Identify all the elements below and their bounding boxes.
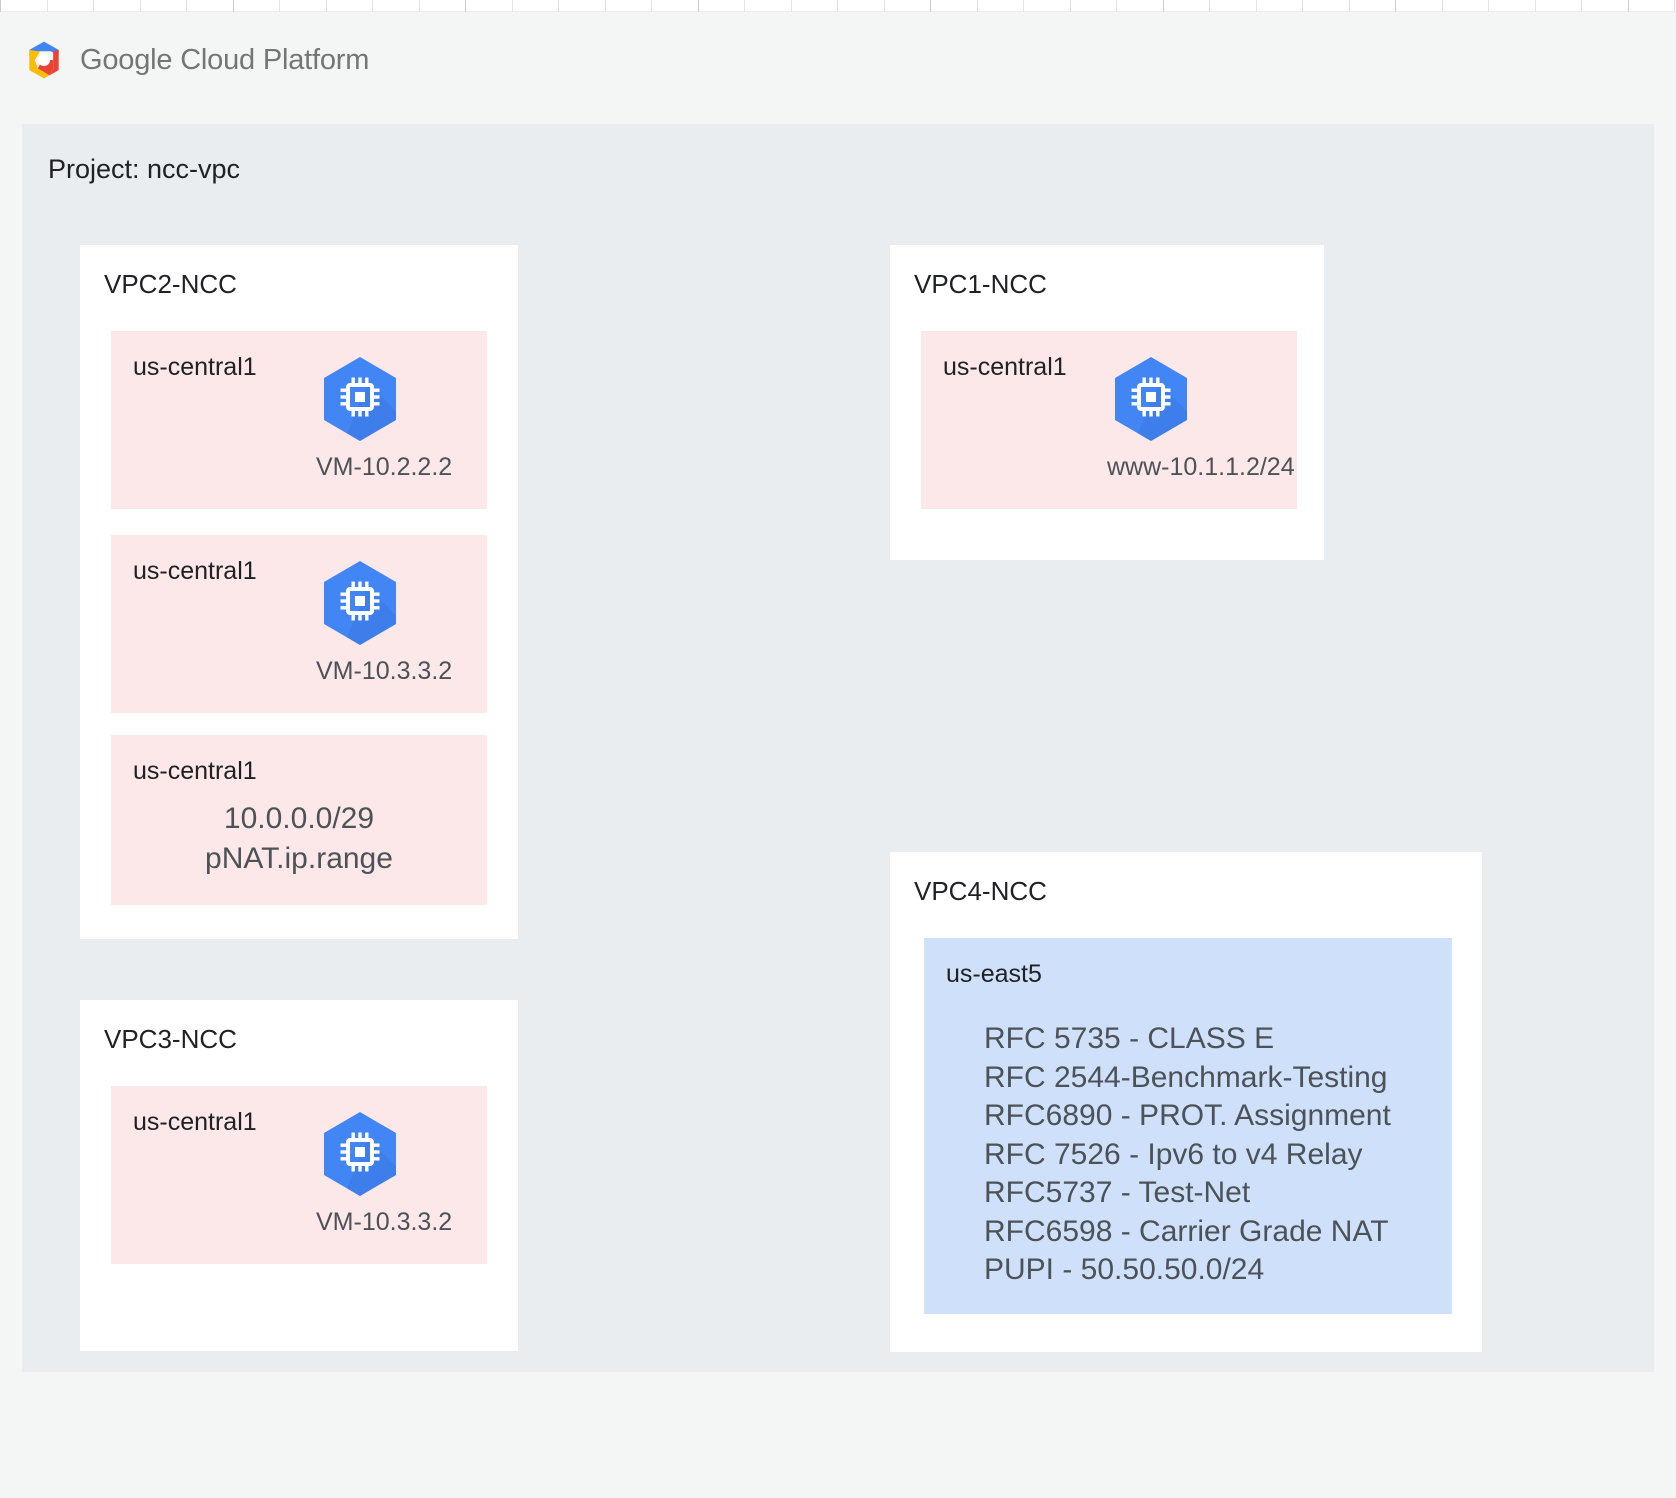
nat-range-text: 10.0.0.0/29 pNAT.ip.range bbox=[111, 799, 487, 879]
ruler-tick bbox=[1209, 0, 1210, 12]
vpc-title: VPC2-NCC bbox=[104, 269, 237, 299]
gcp-wordmark: Google Cloud Platform bbox=[80, 44, 369, 77]
vm-caption: www-10.1.1.2/24 bbox=[1107, 453, 1295, 481]
compute-vm-icon bbox=[324, 1112, 396, 1196]
vm-instance[interactable]: VM-10.2.2.2 bbox=[316, 353, 452, 482]
subnet-box-rfc[interactable]: us-east5 RFC 5735 - CLASS E RFC 2544-Benc… bbox=[924, 938, 1452, 1314]
vm-caption: VM-10.3.3.2 bbox=[316, 657, 453, 685]
ruler-strip bbox=[0, 0, 1676, 12]
ruler-tick bbox=[977, 0, 978, 12]
vm-caption: VM-10.2.2.2 bbox=[316, 453, 453, 481]
compute-vm-icon bbox=[1115, 357, 1187, 441]
vpc-card-vpc1-ncc[interactable]: VPC1-NCC us-central1 bbox=[890, 245, 1324, 560]
gcp-header: Google Cloud Platform bbox=[22, 37, 369, 83]
subnet-region-label: us-central1 bbox=[133, 757, 257, 785]
ruler-tick bbox=[1488, 0, 1489, 12]
ruler-tick bbox=[837, 0, 838, 12]
vpc-title: VPC3-NCC bbox=[104, 1024, 237, 1054]
google-cloud-platform-logo-icon bbox=[29, 41, 59, 79]
ruler-tick bbox=[47, 0, 48, 12]
ruler-tick bbox=[651, 0, 652, 12]
ruler-tick bbox=[93, 0, 94, 12]
nat-range-name: pNAT.ip.range bbox=[205, 842, 393, 875]
rfc-range-list: RFC 5735 - CLASS E RFC 2544-Benchmark-Tes… bbox=[984, 1020, 1391, 1290]
rfc-line: RFC 2544-Benchmark-Testing bbox=[984, 1060, 1388, 1094]
ruler-tick bbox=[1535, 0, 1536, 12]
vm-instance[interactable]: VM-10.3.3.2 bbox=[316, 1108, 452, 1237]
rfc-line: RFC6598 - Carrier Grade NAT bbox=[984, 1214, 1389, 1248]
diagram-canvas: Google Cloud Platform Project: ncc-vpc V… bbox=[0, 12, 1676, 1498]
vm-instance[interactable]: www-10.1.1.2/24 bbox=[1107, 353, 1295, 482]
ruler-tick bbox=[140, 0, 141, 12]
ruler-tick bbox=[233, 0, 234, 12]
vpc-title: VPC1-NCC bbox=[914, 269, 1047, 299]
ruler-tick bbox=[884, 0, 885, 12]
ruler-tick bbox=[930, 0, 931, 12]
ruler-tick bbox=[326, 0, 327, 12]
project-container: Project: ncc-vpc VPC2-NCC us-central1 bbox=[22, 124, 1654, 1372]
ruler-tick bbox=[372, 0, 373, 12]
rfc-line: RFC 5735 - CLASS E bbox=[984, 1022, 1275, 1055]
vm-instance[interactable]: VM-10.3.3.2 bbox=[316, 557, 452, 686]
subnet-box[interactable]: us-central1 bbox=[111, 331, 487, 509]
vm-caption: VM-10.3.3.2 bbox=[316, 1208, 453, 1236]
ruler-tick bbox=[1302, 0, 1303, 12]
wordmark-google: Google bbox=[80, 43, 173, 76]
subnet-box[interactable]: us-central1 bbox=[111, 535, 487, 713]
nat-range-cidr: 10.0.0.0/29 bbox=[223, 802, 375, 835]
ruler-tick bbox=[465, 0, 466, 12]
ruler-tick bbox=[1349, 0, 1350, 12]
rfc-line: PUPI - 50.50.50.0/24 bbox=[984, 1253, 1265, 1286]
ruler-tick bbox=[279, 0, 280, 12]
vpc-title: VPC4-NCC bbox=[914, 876, 1047, 906]
ruler-tick bbox=[0, 0, 1, 12]
ruler-tick bbox=[512, 0, 513, 12]
vpc-card-vpc3-ncc[interactable]: VPC3-NCC us-central1 bbox=[80, 1000, 518, 1351]
ruler-tick bbox=[1023, 0, 1024, 12]
ruler-tick bbox=[1116, 0, 1117, 12]
compute-vm-icon bbox=[324, 561, 396, 645]
ruler-tick bbox=[1070, 0, 1071, 12]
wordmark-cloud-platform: Cloud Platform bbox=[180, 43, 370, 76]
ruler-tick bbox=[1256, 0, 1257, 12]
ruler-tick bbox=[419, 0, 420, 12]
subnet-region-label: us-central1 bbox=[133, 557, 257, 585]
ruler-tick bbox=[1674, 0, 1675, 12]
ruler-tick bbox=[1442, 0, 1443, 12]
ruler-tick bbox=[1628, 0, 1629, 12]
rfc-line: RFC6890 - PROT. Assignment bbox=[984, 1099, 1391, 1132]
ruler-tick bbox=[791, 0, 792, 12]
subnet-box-nat-range[interactable]: us-central1 10.0.0.0/29 pNAT.ip.range bbox=[111, 735, 487, 905]
ruler-tick bbox=[1163, 0, 1164, 12]
subnet-region-label: us-east5 bbox=[946, 960, 1042, 988]
ruler-tick bbox=[558, 0, 559, 12]
subnet-box[interactable]: us-central1 bbox=[111, 1086, 487, 1264]
subnet-box[interactable]: us-central1 bbox=[921, 331, 1297, 509]
ruler-tick bbox=[605, 0, 606, 12]
subnet-region-label: us-central1 bbox=[133, 353, 257, 381]
vpc-card-vpc2-ncc[interactable]: VPC2-NCC us-central1 bbox=[80, 245, 518, 939]
subnet-region-label: us-central1 bbox=[133, 1108, 257, 1136]
ruler-tick bbox=[1581, 0, 1582, 12]
ruler-tick bbox=[1395, 0, 1396, 12]
ruler-tick bbox=[186, 0, 187, 12]
compute-vm-icon bbox=[324, 357, 396, 441]
rfc-line: RFC 7526 - Ipv6 to v4 Relay bbox=[984, 1137, 1363, 1171]
subnet-region-label: us-central1 bbox=[943, 353, 1067, 381]
rfc-line: RFC5737 - Test-Net bbox=[984, 1176, 1251, 1209]
project-label: Project: ncc-vpc bbox=[48, 154, 241, 184]
ruler-tick bbox=[698, 0, 699, 12]
ruler-tick bbox=[744, 0, 745, 12]
